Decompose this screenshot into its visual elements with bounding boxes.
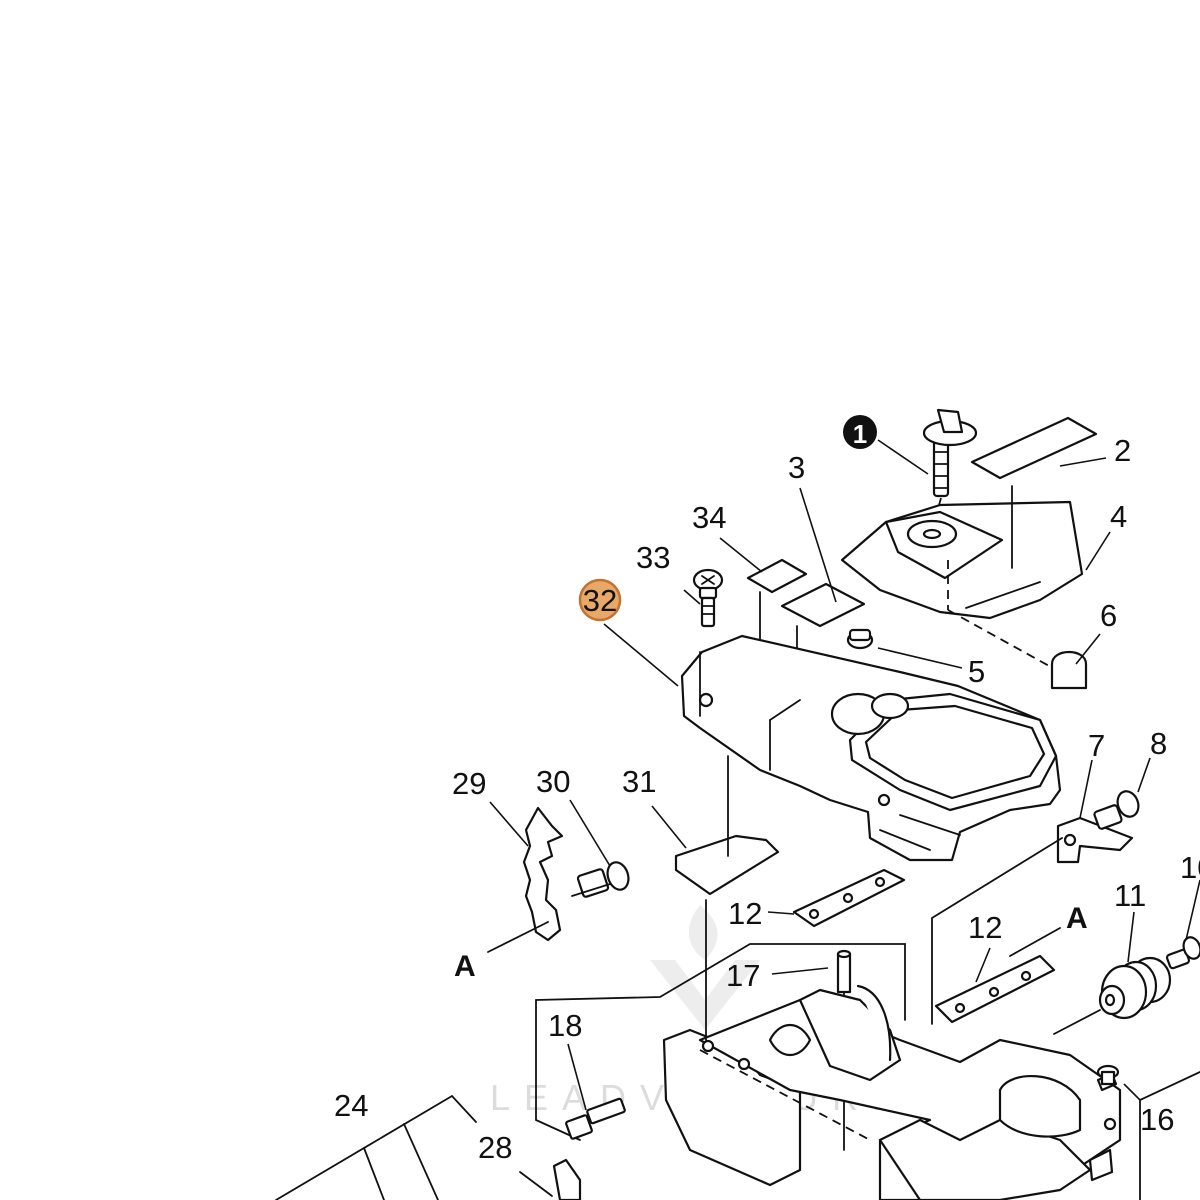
- callout-8[interactable]: 8: [1150, 726, 1167, 761]
- callout-17[interactable]: 17: [726, 958, 760, 993]
- pin-a-left: [487, 921, 549, 953]
- callout-10[interactable]: 10: [1180, 850, 1200, 885]
- callout-18[interactable]: 18: [548, 1008, 582, 1043]
- callout-24[interactable]: 24: [334, 1088, 368, 1123]
- callout-11[interactable]: 11: [1114, 878, 1146, 913]
- part-16-bushing: [1096, 1064, 1120, 1086]
- callout-1-badge[interactable]: [843, 415, 877, 449]
- callout-31[interactable]: 31: [622, 764, 656, 799]
- callout-34[interactable]: 34: [692, 500, 726, 535]
- callout-33[interactable]: 33: [636, 540, 670, 575]
- part-32-housing: [680, 634, 1062, 862]
- part-31-gasket: [674, 834, 780, 896]
- leader-lines: [489, 439, 1200, 1111]
- part-10-bolt: [1165, 936, 1200, 970]
- callout-4[interactable]: 4: [1110, 499, 1127, 534]
- callout-1: 1: [853, 419, 867, 449]
- callout-28[interactable]: 28: [478, 1130, 512, 1165]
- part-30-bolt: [571, 861, 630, 898]
- callout-16[interactable]: 16: [1140, 1102, 1174, 1137]
- part-12-gasket-upper: [792, 868, 906, 928]
- callout-6[interactable]: 6: [1100, 598, 1117, 633]
- part-29-lever: [522, 806, 564, 942]
- callout-29[interactable]: 29: [452, 766, 486, 801]
- part-34-sticker: [746, 558, 808, 594]
- callout-32[interactable]: 32: [583, 583, 617, 618]
- part-18-bolt: [565, 1097, 626, 1140]
- part-8-bolt: [1093, 790, 1140, 830]
- base-frame: [662, 899, 1122, 1200]
- part-28-gasket: [519, 1158, 582, 1200]
- callout-32-highlight[interactable]: [578, 578, 622, 622]
- part-1-cap: [922, 408, 978, 531]
- watermark-logo-icon: [650, 905, 760, 1030]
- callout-12-lower[interactable]: 12: [968, 910, 1002, 945]
- part-5-grommet: [846, 628, 874, 650]
- ref-a-right: A: [1066, 902, 1088, 935]
- callout-12-upper[interactable]: 12: [728, 896, 762, 931]
- part-4-top-cover: [840, 485, 1084, 673]
- part-33-screw: [692, 568, 724, 628]
- part-7-bracket: [1056, 816, 1134, 864]
- assembly-bracket: [535, 943, 906, 1121]
- callout-30[interactable]: 30: [536, 764, 570, 799]
- pin-a-right: [1009, 927, 1061, 957]
- ref-a-left: A: [454, 950, 476, 983]
- callout-3[interactable]: 3: [788, 450, 805, 485]
- callout-5[interactable]: 5: [968, 654, 985, 689]
- callout-2[interactable]: 2: [1114, 433, 1131, 468]
- part-2-label: [970, 416, 1098, 480]
- part-11-rubber-mount: [1098, 956, 1172, 1020]
- callout-7[interactable]: 7: [1088, 728, 1105, 763]
- part-3-sticker: [780, 582, 866, 628]
- part-24-cover: [275, 1094, 477, 1200]
- part-12-gasket-lower: [934, 954, 1056, 1024]
